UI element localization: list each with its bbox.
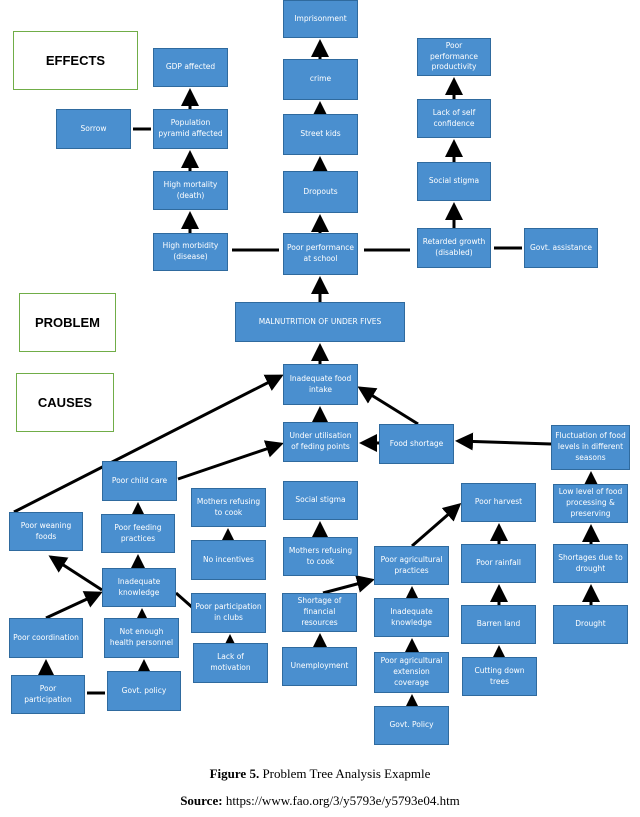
node-high-mortality: High mortality (death) bbox=[153, 171, 228, 210]
node-not-enough-health: Not enough health personnel bbox=[104, 618, 179, 658]
node-social-stigma-effect: Social stigma bbox=[417, 162, 491, 201]
node-poor-child-care: Poor child care bbox=[102, 461, 177, 501]
figure-caption: Figure 5. Problem Tree Analysis Exapmle bbox=[0, 766, 640, 782]
arrow-ikl-pwf bbox=[48, 555, 103, 592]
figure-caption-label: Figure 5. bbox=[209, 766, 260, 781]
node-malnutrition: MALNUTRITION OF UNDER FIVES bbox=[235, 302, 405, 342]
arrow-pc-ikl bbox=[45, 591, 103, 620]
arrow-fl-fs bbox=[455, 432, 552, 451]
node-poor-performance-school: Poor performance at school bbox=[283, 233, 358, 275]
arrow-pcc-uu bbox=[177, 440, 284, 481]
node-gdp-affected: GDP affected bbox=[153, 48, 228, 87]
line-ikl-ppc bbox=[175, 591, 194, 610]
node-govt-assistance: Govt. assistance bbox=[524, 228, 598, 268]
node-crime: crime bbox=[283, 59, 358, 100]
node-population-pyramid: Population pyramid affected bbox=[153, 109, 228, 149]
node-under-utilisation: Under utilisation of feding points bbox=[283, 422, 358, 462]
node-mothers-refusing-cook-1: Mothers refusing to cook bbox=[191, 488, 266, 527]
section-causes: CAUSES bbox=[16, 373, 114, 432]
node-high-morbidity: High morbidity (disease) bbox=[153, 233, 228, 271]
arrow-fs-ifi bbox=[357, 386, 419, 426]
node-poor-harvest: Poor harvest bbox=[461, 483, 536, 522]
arrow-pwf-ifi bbox=[13, 374, 284, 514]
node-inadequate-knowledge-mid: Inadequate knowledge bbox=[374, 598, 449, 637]
node-retarded-growth: Retarded growth (disabled) bbox=[417, 228, 491, 268]
node-inadequate-food-intake: Inadequate food intake bbox=[283, 364, 358, 405]
arrow-pap-ph bbox=[411, 503, 462, 548]
node-imprisonment: Imprisonment bbox=[283, 0, 358, 38]
arrow-sfr-pap bbox=[322, 575, 375, 595]
node-dropouts: Dropouts bbox=[283, 171, 358, 213]
figure-source-text: https://www.fao.org/3/y5793e/y5793e04.ht… bbox=[222, 793, 460, 808]
node-shortages-drought: Shortages due to drought bbox=[553, 544, 628, 583]
node-shortage-financial: Shortage of financial resources bbox=[282, 593, 357, 632]
node-lack-self-confidence: Lack of self confidence bbox=[417, 99, 491, 138]
node-barren-land: Barren land bbox=[461, 605, 536, 644]
node-poor-weaning-foods: Poor weaning foods bbox=[9, 512, 83, 551]
figure-caption-text: Problem Tree Analysis Exapmle bbox=[259, 766, 431, 781]
node-drought: Drought bbox=[553, 605, 628, 644]
figure-source-label: Source: bbox=[180, 793, 223, 808]
node-poor-agri-extension: Poor agricultural extension coverage bbox=[374, 652, 449, 693]
node-poor-participation-clubs: Poor participation in clubs bbox=[191, 593, 266, 633]
node-poor-rainfall: Poor rainfall bbox=[461, 544, 536, 583]
node-food-shortage: Food shortage bbox=[379, 424, 454, 464]
node-low-food-processing: Low level of food processing & preservin… bbox=[553, 484, 628, 523]
section-problem: PROBLEM bbox=[19, 293, 116, 352]
node-lack-motivation: Lack of motivation bbox=[193, 643, 268, 683]
figure-source: Source: https://www.fao.org/3/y5793e/y57… bbox=[0, 793, 640, 809]
node-poor-performance-productivity: Poor performance productivity bbox=[417, 38, 491, 76]
section-effects: EFFECTS bbox=[13, 31, 138, 90]
node-poor-feeding-practices: Poor feeding practices bbox=[101, 514, 175, 553]
node-street-kids: Street kids bbox=[283, 114, 358, 155]
node-poor-agricultural-practices: Poor agricultural practices bbox=[374, 546, 449, 585]
node-no-incentives: No incentives bbox=[191, 540, 266, 580]
node-govt-policy-mid: Govt. Policy bbox=[374, 706, 449, 745]
node-mothers-refusing-cook-2: Mothers refusing to cook bbox=[283, 537, 358, 576]
node-cutting-trees: Cutting down trees bbox=[462, 657, 537, 696]
node-sorrow: Sorrow bbox=[56, 109, 131, 149]
node-inadequate-knowledge-left: Inadequate knowledge bbox=[102, 568, 176, 607]
node-govt-policy-left: Govt. policy bbox=[107, 671, 181, 711]
node-social-stigma-cause: Social stigma bbox=[283, 481, 358, 520]
node-fluctuation-food-levels: Fluctuation of food levels in different … bbox=[551, 425, 630, 470]
node-poor-coordination: Poor coordination bbox=[9, 618, 83, 658]
node-unemployment: Unemployment bbox=[282, 647, 357, 686]
node-poor-participation: Poor participation bbox=[11, 675, 85, 714]
